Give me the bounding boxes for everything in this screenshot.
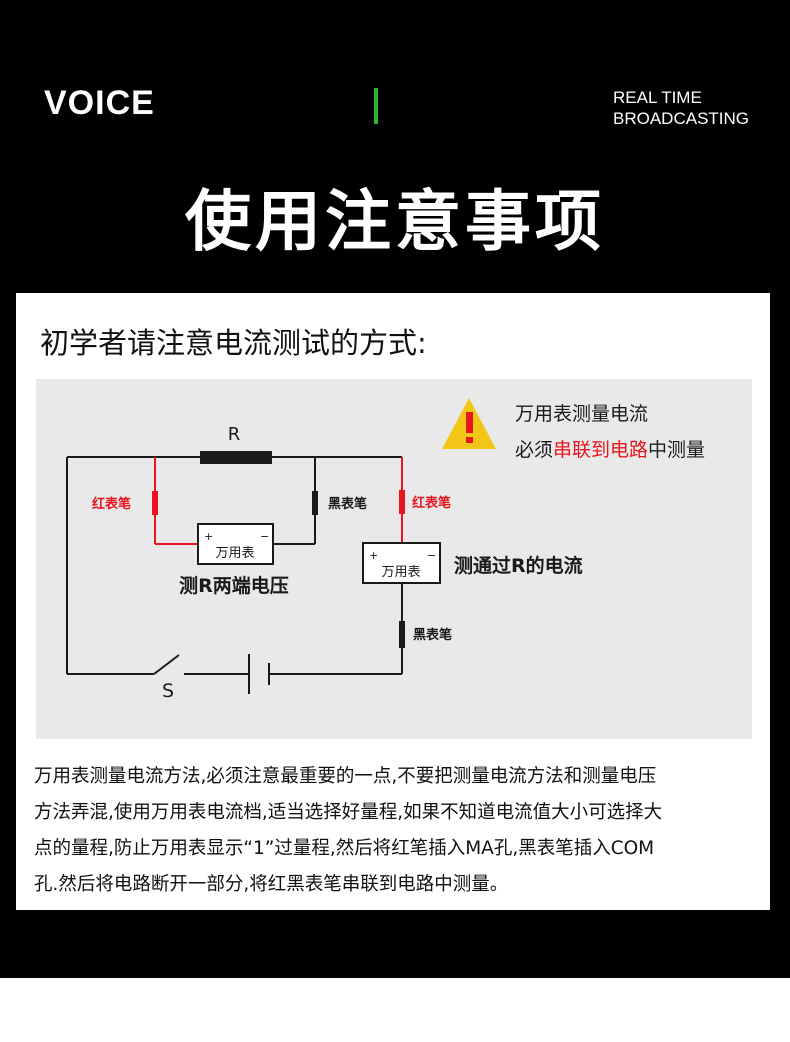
left-meter-label: 万用表 [215,546,254,561]
right-multimeter-icon [362,542,441,584]
circuit-svg: R 红表笔 黑表笔 红表笔 黑表笔 + − 万用表 + − 万用表 测R两端电压… [66,398,705,702]
card-heading: 初学者请注意电流测试的方式: [40,326,427,360]
right-red-probe-label: 红表笔 [412,495,451,511]
content-card: 初学者请注意电流测试的方式: [16,293,770,910]
circuit-diagram: R 红表笔 黑表笔 红表笔 黑表笔 + − 万用表 + − 万用表 测R两端电压… [36,379,752,739]
warning-line-2-suffix: 中测量 [648,439,705,461]
instructions-paragraph: 万用表测量电流方法,必须注意最重要的一点,不要把测量电流方法和测量电压 方法弄混… [34,759,756,903]
poster-background: VOICE REAL TIME BROADCASTING 使用注意事项 初学者请… [0,0,790,978]
instructions-line: 万用表测量电流方法,必须注意最重要的一点,不要把测量电流方法和测量电压 [34,766,657,787]
warning-line-2-highlight: 串联到电路 [553,439,648,461]
tagline-line-1: REAL TIME [613,88,702,107]
tagline: REAL TIME BROADCASTING [613,87,749,129]
left-black-probe-label: 黑表笔 [328,496,367,512]
left-multimeter-icon [197,523,274,565]
instructions-line: 点的量程,防止万用表显示“1”过量程,然后将红笔插入MA孔,黑表笔插入COM [34,838,655,859]
right-black-probe-label: 黑表笔 [413,627,452,643]
page-title: 使用注意事项 [185,183,605,260]
right-meter-minus: − [427,549,436,562]
left-meter-plus: + [204,530,213,543]
left-meter-minus: − [260,530,269,543]
left-red-lead [154,457,198,545]
right-red-probe [399,490,405,514]
accent-divider [374,88,378,124]
right-caption: 测通过R的电流 [454,554,583,577]
resistor [200,451,272,464]
warning-line-1: 万用表测量电流 [515,403,648,425]
tagline-line-2: BROADCASTING [613,109,750,128]
left-caption: 测R两端电压 [179,574,289,597]
main-circuit-wires [66,456,403,694]
switch-label: S [162,680,174,702]
left-red-probe-label: 红表笔 [92,496,131,512]
resistor-label: R [228,424,241,445]
left-black-lead [273,457,316,545]
right-meter-label: 万用表 [381,565,420,580]
left-black-probe [312,491,318,515]
warning-line-2: 必须串联到电路中测量 [515,439,705,461]
left-red-probe [152,491,158,515]
right-meter-plus: + [369,549,378,562]
right-black-probe [399,621,405,648]
instructions-line: 方法弄混,使用万用表电流档,适当选择好量程,如果不知道电流值大小可选择大 [34,802,663,823]
warning-triangle-icon [442,398,496,449]
instructions-line: 孔.然后将电路断开一部分,将红黑表笔串联到电路中测量。 [34,874,509,895]
warning-line-2-prefix: 必须 [515,439,553,461]
brand-label: VOICE [44,84,155,122]
